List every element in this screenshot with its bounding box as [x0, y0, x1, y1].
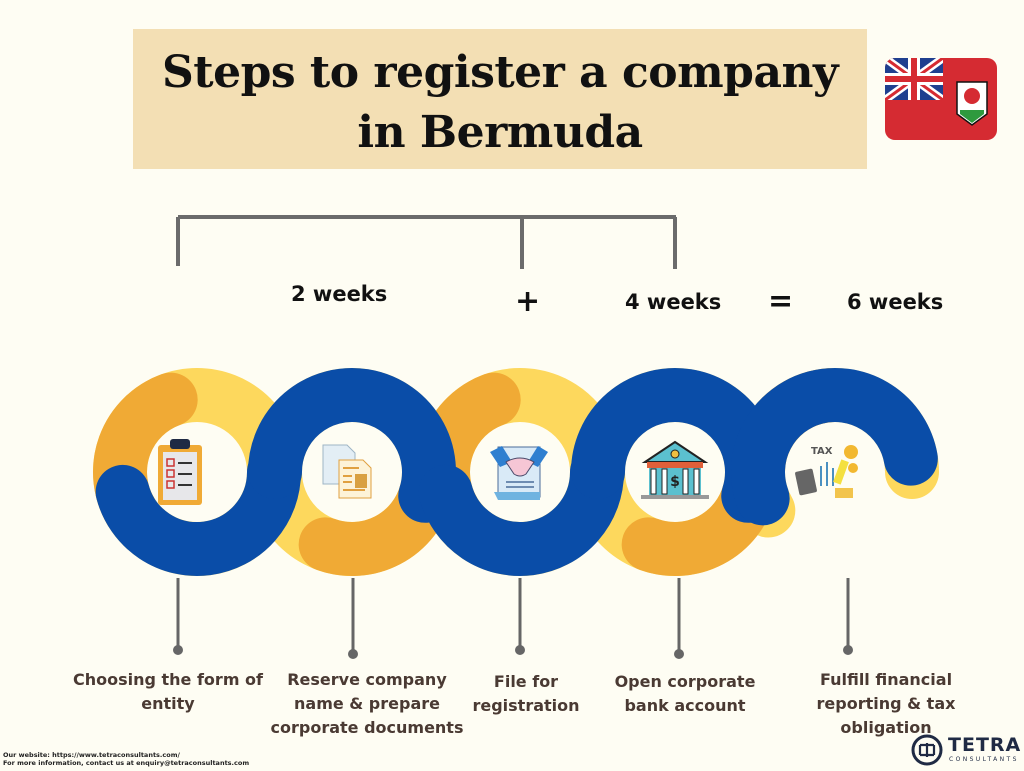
logo-name: TETRA [948, 734, 1022, 756]
duration-total: 6 weeks [847, 290, 944, 314]
tetra-logo-icon [911, 734, 943, 766]
equals-sign: = [768, 284, 794, 319]
step-pin-dot-4 [674, 649, 684, 659]
timeline-bracket [176, 215, 677, 269]
tax-calculator-icon: TAX [795, 445, 858, 498]
footer-website[interactable]: Our website: https://www.tetraconsultant… [3, 751, 180, 759]
bermuda-flag-icon [885, 58, 997, 140]
step-label-5: Fulfill financial reporting & tax obliga… [816, 670, 956, 737]
step-pin-dot-3 [515, 645, 525, 655]
step-label-4: Open corporate bank account [614, 672, 756, 715]
svg-text:$: $ [670, 474, 680, 490]
logo-sub: CONSULTANTS [949, 756, 1019, 763]
duration-second: 4 weeks [625, 290, 722, 314]
ring-3-blue [418, 445, 624, 576]
documents-icon [322, 444, 372, 499]
plus-sign: + [515, 284, 541, 319]
ring-5-blue [731, 368, 938, 526]
step-label-2: Reserve company name & prepare corporate… [270, 670, 464, 737]
tax-icon-text: TAX [811, 446, 833, 457]
ring-2-blue [248, 368, 456, 523]
footer-contact: Our website: https://www.tetraconsultant… [3, 751, 249, 767]
ring-1-blue [95, 445, 301, 576]
page-title: Steps to register a company in Bermuda [161, 47, 839, 158]
step-label-3: File for registration [472, 672, 580, 715]
bank-icon: $ [641, 440, 709, 499]
tetra-logo: TETRA CONSULTANTS [910, 733, 1020, 767]
footer-email[interactable]: For more information, contact us at enqu… [3, 759, 250, 767]
handshake-contract-icon [490, 446, 548, 500]
step-pin-dot-1 [173, 645, 183, 655]
step-pin-dot-5 [843, 645, 853, 655]
step-label-1: Choosing the form of entity [72, 670, 264, 713]
duration-first: 2 weeks [291, 282, 388, 306]
title-banner: Steps to register a company in Bermuda [133, 29, 867, 169]
clipboard-checklist-icon [158, 439, 202, 505]
step-pin-dot-2 [348, 649, 358, 659]
